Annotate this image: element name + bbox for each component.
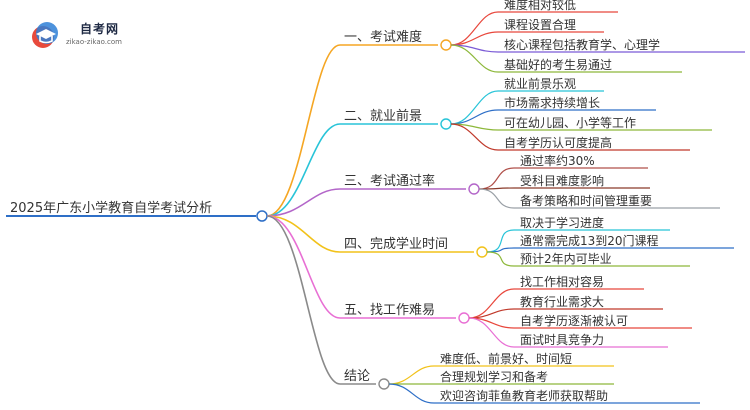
branch-1-connector xyxy=(266,44,341,217)
branch-4-child-2-connector xyxy=(486,247,515,253)
branch-4-connector xyxy=(266,215,341,253)
branch-3-connector xyxy=(266,188,341,217)
branch-5-label[interactable]: 五、找工作难易 xyxy=(344,303,435,318)
branch-5-node[interactable] xyxy=(458,312,470,324)
branch-3-node[interactable] xyxy=(468,183,480,195)
branch-2-connector xyxy=(266,123,341,217)
branch-2-child-2-connector xyxy=(450,109,499,125)
branch-4-label[interactable]: 四、完成学业时间 xyxy=(344,236,448,252)
branch-5-child-3[interactable]: 自考学历逐渐被认可 xyxy=(520,313,628,328)
branch-3-label[interactable]: 三、考试通过率 xyxy=(344,173,435,189)
branch-1-node[interactable] xyxy=(440,39,452,51)
branch-3-child-3[interactable]: 备考策略和时间管理重要 xyxy=(520,193,652,208)
branch-1-child-4-connector xyxy=(450,44,499,73)
branch-1-child-3[interactable]: 核心课程包括教育学、心理学 xyxy=(504,37,660,52)
branch-1-child-2[interactable]: 课程设置合理 xyxy=(504,17,576,32)
branch-4-child-1[interactable]: 取决于学习进度 xyxy=(520,215,604,230)
branch-5-connector xyxy=(266,215,341,319)
branch-1-child-2-connector xyxy=(450,31,499,46)
branch-2-node[interactable] xyxy=(440,118,452,130)
branch-6-child-1-connector xyxy=(388,365,435,385)
branch-4-child-3-connector xyxy=(486,251,515,267)
branch-5-child-2[interactable]: 教育行业需求大 xyxy=(520,294,604,309)
root-node xyxy=(256,210,268,222)
branch-5-child-4[interactable]: 面试时具竞争力 xyxy=(520,332,604,347)
branch-4-node[interactable] xyxy=(476,246,488,258)
site-logo[interactable]: 自考网 zikao-zikao.com xyxy=(30,16,150,52)
branch-6-child-3[interactable]: 欢迎咨询菲鱼教育老师获取帮助 xyxy=(440,388,608,403)
branch-6-child-3-connector xyxy=(388,383,435,404)
branch-2-child-3[interactable]: 可在幼儿园、小学等工作 xyxy=(504,115,636,130)
logo-subtitle: zikao-zikao.com xyxy=(66,38,122,46)
branch-6-node[interactable] xyxy=(378,378,390,390)
branch-5-child-1[interactable]: 找工作相对容易 xyxy=(520,274,604,289)
branch-3-child-2[interactable]: 受科目难度影响 xyxy=(520,173,604,188)
branch-2-label[interactable]: 二、就业前景 xyxy=(344,108,422,124)
branch-1-child-1-connector xyxy=(450,11,499,46)
branch-1-child-1[interactable]: 难度相对较低 xyxy=(504,0,576,12)
branch-6-connector xyxy=(266,215,341,385)
branch-2-child-4[interactable]: 自考学历认可度提高 xyxy=(504,135,612,150)
branch-3-child-3-connector xyxy=(478,188,515,209)
graduation-cap-icon xyxy=(32,22,58,48)
branch-2-child-2[interactable]: 市场需求持续增长 xyxy=(504,95,600,110)
branch-1-child-4[interactable]: 基础好的考生易通过 xyxy=(504,57,612,72)
branch-6-child-1[interactable]: 难度低、前景好、时间短 xyxy=(440,351,572,366)
branch-6-child-2[interactable]: 合理规划学习和备考 xyxy=(440,369,548,384)
branch-4-child-3[interactable]: 预计2年内可毕业 xyxy=(520,252,612,266)
logo-title: 自考网 xyxy=(80,22,120,36)
branch-4-child-2[interactable]: 通常需完成13到20门课程 xyxy=(520,233,659,248)
branch-5-child-4-connector xyxy=(468,317,515,348)
branch-1-label[interactable]: 一、考试难度 xyxy=(344,29,422,45)
branch-3-child-1[interactable]: 通过率约30% xyxy=(520,153,595,168)
branch-2-child-1-connector xyxy=(450,90,499,125)
branch-4-child-1-connector xyxy=(486,229,515,253)
branch-6-label[interactable]: 结论 xyxy=(344,369,370,384)
branch-2-child-1[interactable]: 就业前景乐观 xyxy=(504,76,576,91)
branch-3-child-1-connector xyxy=(478,167,515,190)
root-topic[interactable]: 2025年广东小学教育自学考试分析 xyxy=(10,200,212,216)
branch-2-child-4-connector xyxy=(450,123,499,151)
